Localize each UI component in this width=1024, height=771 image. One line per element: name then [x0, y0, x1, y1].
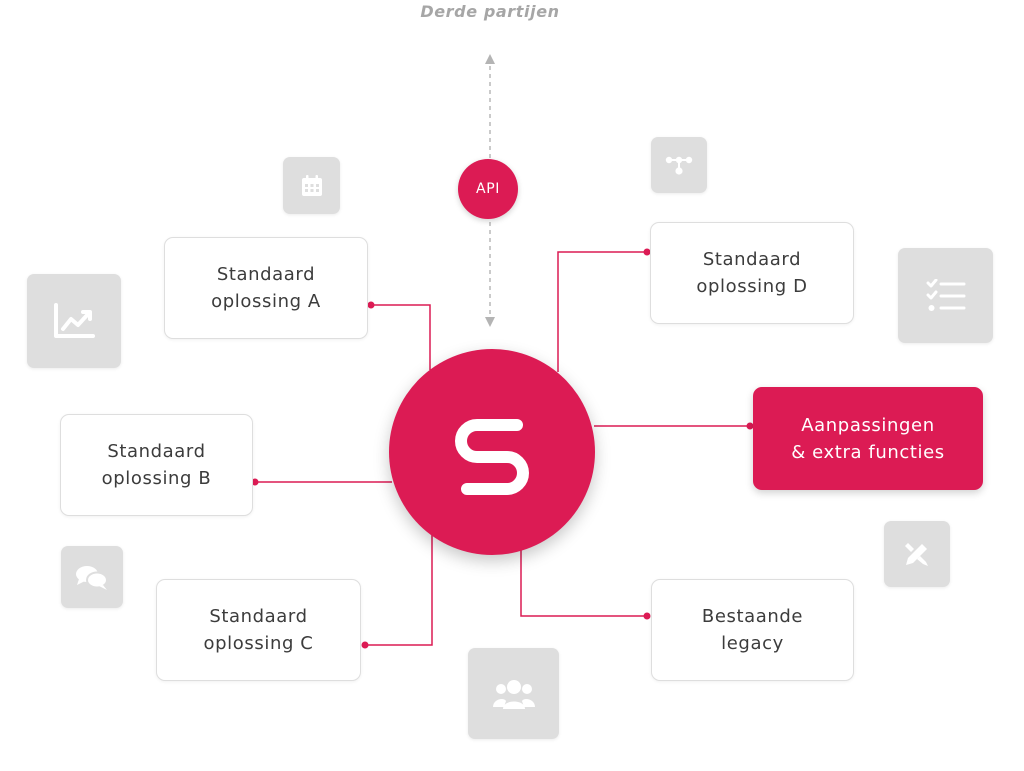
logo-icon [455, 419, 529, 495]
solution-c-box: Standaard oplossing C [156, 579, 361, 681]
connector-dot-legacy [643, 612, 651, 620]
connector-a [371, 304, 431, 370]
solution-b-box: Standaard oplossing B [60, 414, 253, 516]
chart-tile [27, 274, 121, 368]
solution-d-box: Standaard oplossing D [650, 222, 854, 324]
checklist-tile [898, 248, 993, 343]
solution-d-label: Standaard oplossing D [696, 249, 808, 297]
third-parties-label: Derde partijen [420, 2, 560, 21]
central-hub [389, 349, 595, 555]
arrowhead-up [485, 54, 495, 64]
connector-dot-c [361, 641, 369, 649]
edit-tile [884, 521, 950, 587]
connector-c [365, 535, 433, 646]
solution-a-box: Standaard oplossing A [164, 237, 368, 339]
custom-features-box: Aanpassingen & extra functies [753, 387, 983, 490]
custom-features-label: Aanpassingen & extra functies [791, 414, 945, 463]
chat-icon [76, 566, 108, 590]
users-icon [492, 679, 535, 709]
edit-icon [905, 543, 928, 566]
connector-dot-d [643, 248, 651, 256]
connector-d [557, 251, 647, 372]
connector-legacy [520, 550, 647, 617]
calendar-icon [301, 174, 322, 196]
network-icon [665, 156, 693, 175]
chart-icon [54, 303, 95, 338]
checklist-icon [926, 278, 965, 311]
connector-dot-b [251, 478, 259, 486]
api-node: API [458, 159, 518, 219]
connector-dot-custom [746, 422, 754, 430]
solution-c-label: Standaard oplossing C [203, 606, 314, 654]
connector-dot-a [367, 301, 375, 309]
legacy-label: Bestaande legacy [701, 606, 804, 654]
network-tile [651, 137, 707, 193]
solution-a-label: Standaard oplossing A [211, 264, 321, 312]
legacy-box: Bestaande legacy [651, 579, 854, 681]
calendar-tile [283, 157, 340, 214]
users-tile [468, 648, 559, 739]
solution-b-label: Standaard oplossing B [101, 441, 212, 489]
chat-tile [61, 546, 123, 608]
arrowhead-down [485, 317, 495, 327]
